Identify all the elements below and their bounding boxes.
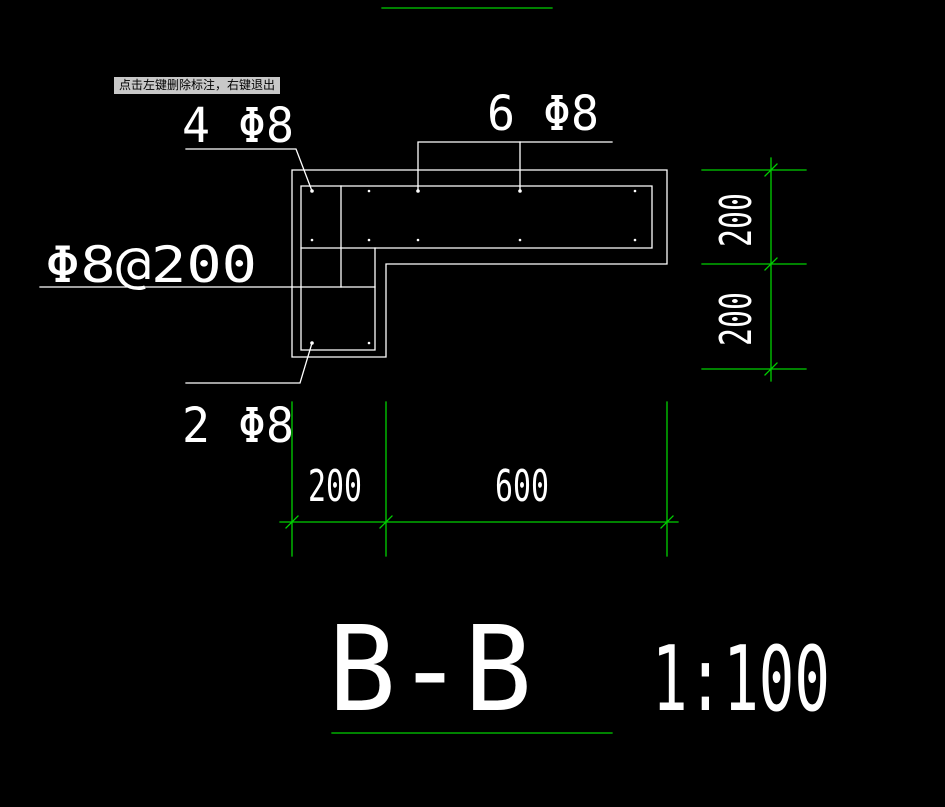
horizontal-dimension [279,401,679,557]
dim-text-600-horizontal[interactable]: 600 [495,461,549,512]
leader-bottom [185,342,313,384]
rebar-dot [310,238,314,242]
stirrup-label[interactable]: Φ8@200 [45,236,257,294]
dim-tick [660,515,674,529]
section-scale[interactable]: 1:100 [652,627,830,732]
rebar-dots [310,189,637,345]
rebar-dot [518,238,522,242]
rebar-dot [416,238,420,242]
dim-tick [764,257,778,271]
dim-text-200-horizontal[interactable]: 200 [308,461,362,512]
command-tooltip: 点击左键删除标注，右键退出 [114,77,281,94]
dim-tick [764,163,778,177]
vertical-dimension [701,157,807,382]
section-outline[interactable] [291,169,668,358]
rebar-label-top-right[interactable]: 6 Φ8 [487,86,599,142]
rebar-dot [633,238,637,242]
leader-top-right [417,141,613,192]
dim-tick [764,362,778,376]
rebar-dot [367,341,371,345]
dim-tick [285,515,299,529]
leader-top-left [185,148,313,192]
dim-text-200-vertical-upper[interactable]: 200 [711,193,762,247]
rebar-label-bottom[interactable]: 2 Φ8 [182,398,294,454]
rebar-label-top-left[interactable]: 4 Φ8 [182,98,294,154]
dim-tick [379,515,393,529]
rebar-dot [367,238,371,242]
dim-text-200-vertical-lower[interactable]: 200 [711,292,762,346]
section-title[interactable]: B-B [328,600,532,738]
rebar-dot [367,189,371,193]
stirrup-outline[interactable] [300,185,653,351]
rebar-dot [633,189,637,193]
